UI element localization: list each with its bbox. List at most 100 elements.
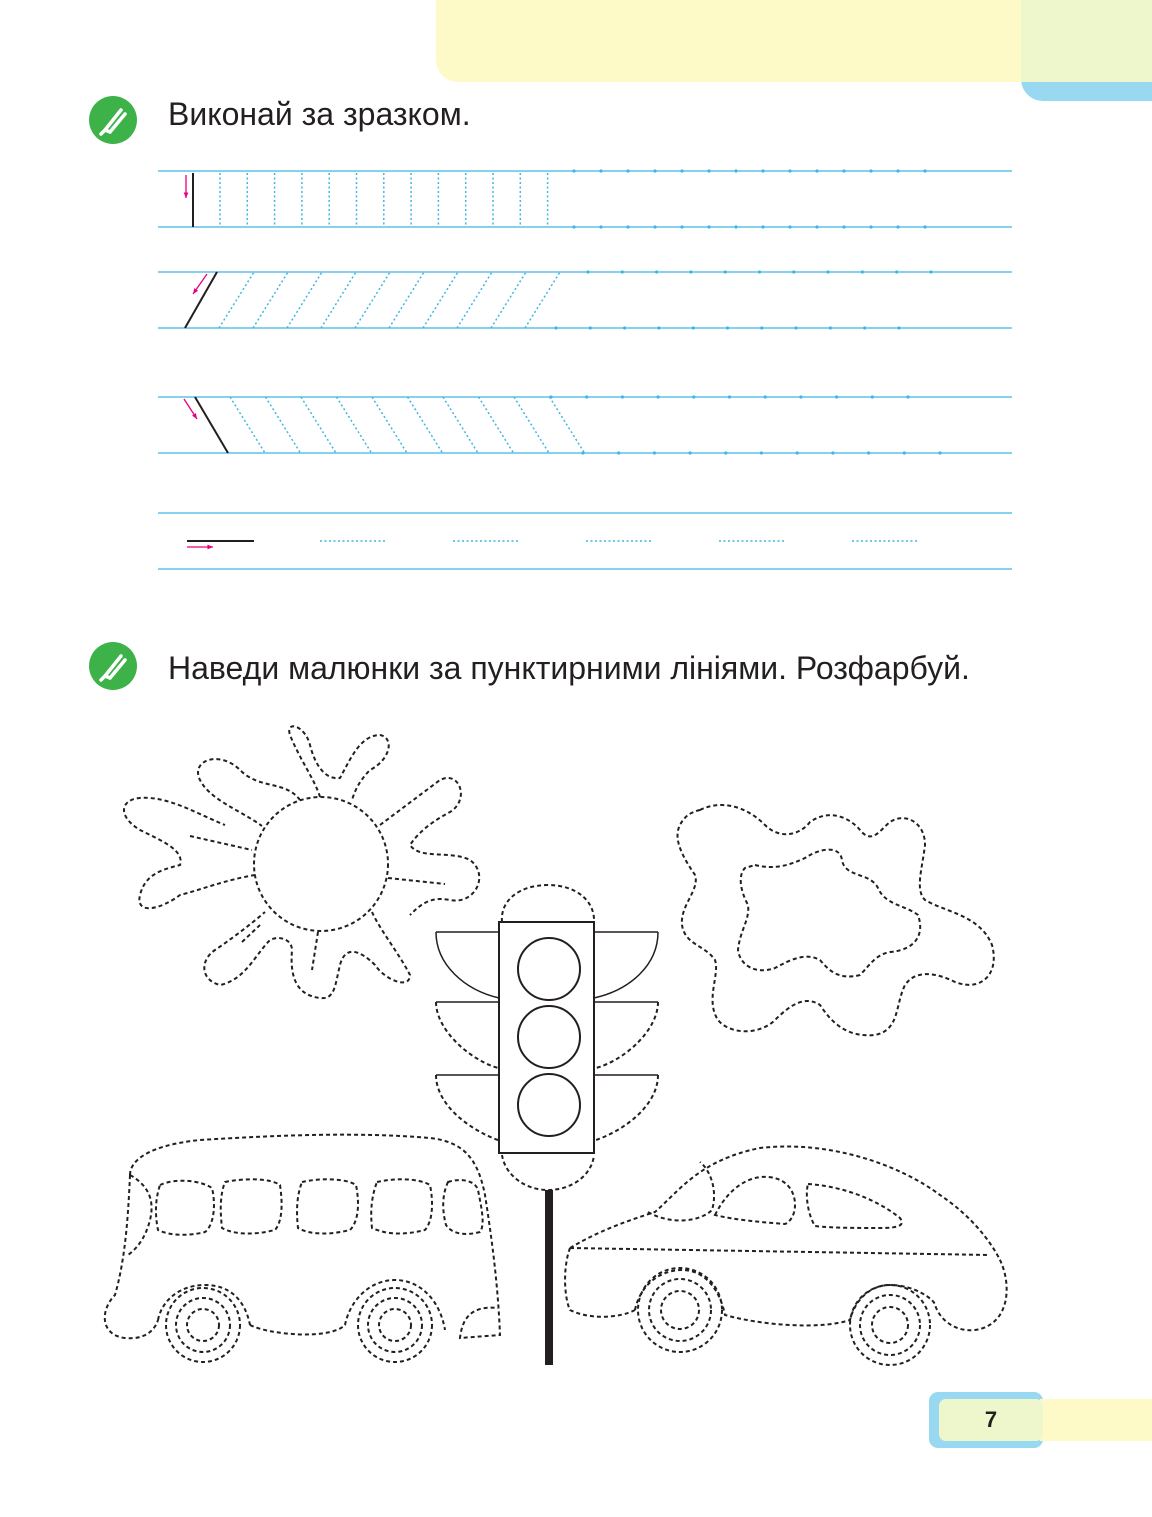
guide-dot [656,395,660,399]
trace-slash-stroke [422,271,459,329]
task-2-instruction: Наведи малюнки за пунктирними лініями. Р… [168,650,970,686]
guide-dot [734,169,738,173]
trace-slash-stroke [388,271,425,329]
trace-slash-stroke [490,271,527,329]
guide-dot [572,225,576,229]
guide-dot [734,225,738,229]
guide-dot [588,326,592,330]
guide-dot [620,270,624,274]
guide-dot [761,169,765,173]
footer-band [1040,1399,1152,1441]
tracing-pictures [103,725,1008,1366]
trace-backslash-stroke [442,396,479,454]
guide-dot [692,395,696,399]
guide-dot [723,270,727,274]
trace-backslash-stroke [371,396,408,454]
guide-dot [902,451,906,455]
guide-dot [653,169,657,173]
guide-dot [831,451,835,455]
guide-dot [929,270,933,274]
guide-dot [626,169,630,173]
guide-dot [599,225,603,229]
trace-backslash-stroke [300,396,337,454]
task-1-instruction: Виконай за зразком. [168,96,471,132]
guide-dot [860,270,865,274]
guide-dot [896,169,900,173]
guide-dot [938,451,942,455]
trace-backslash-stroke [548,396,586,454]
traffic-light-drawing [435,883,659,1192]
guide-dot [691,326,695,330]
sample-backslash-stroke [194,396,229,454]
guide-dot [895,270,899,274]
trace-backslash-stroke [229,396,266,454]
arrow-head-icon [192,413,197,419]
guide-dot [680,225,684,229]
bus-drawing [103,1133,502,1363]
guide-dot [869,225,873,229]
trace-slash-stroke [524,271,561,329]
trace-backslash-stroke [513,396,550,454]
guide-dot [896,225,900,229]
guide-dot [792,270,796,274]
pencil-icon [89,642,137,690]
guide-dot [707,169,711,173]
trace-slash-stroke [252,271,289,329]
arrow-head-icon [183,192,189,198]
guide-dot [794,326,798,330]
guide-dot [572,169,576,173]
guide-dot [897,326,901,330]
trace-backslash-stroke [477,396,515,454]
sample-slash-stroke [184,271,218,329]
guide-dot [906,395,910,399]
guide-dot [653,225,657,229]
guide-dot [623,326,627,330]
page-number: 7 [939,1399,1043,1441]
guide-dot [725,326,730,330]
guide-dot [655,270,659,274]
guide-dot [585,395,589,399]
guide-dot [870,395,874,399]
guide-dot [586,270,590,274]
guide-dot [842,169,846,173]
guide-dot [815,169,819,173]
guide-dot [549,395,553,399]
guide-dot [863,326,867,330]
trace-slash-stroke [354,271,391,329]
guide-dot [724,451,728,455]
guide-dot [620,395,625,399]
guide-dot [759,451,764,455]
trace-slash-stroke [456,271,493,329]
guide-dot [626,225,630,229]
guide-dot [617,451,621,455]
guide-dot [763,395,767,399]
guide-dot [760,326,764,330]
writing-practice-lines [158,169,1012,570]
pencil-icon [89,96,137,144]
trace-slash-stroke [320,271,357,329]
trace-backslash-stroke [335,396,373,454]
guide-dot [835,395,839,399]
guide-dot [788,225,792,229]
guide-dot [757,270,762,274]
guide-dot [826,270,830,274]
guide-dot [688,451,692,455]
trace-slash-stroke [218,271,255,329]
sun-drawing [123,725,481,1000]
guide-dot [689,270,693,274]
guide-dot [761,225,765,229]
guide-dot [707,225,711,229]
guide-dot [842,225,846,229]
arrow-head-icon [193,288,199,294]
guide-dot [799,395,803,399]
guide-dot [581,451,585,455]
guide-dot [554,326,558,330]
guide-dot [680,169,684,173]
trace-backslash-stroke [406,396,444,454]
guide-dot [828,326,833,330]
guide-dot [652,451,657,455]
guide-dot [599,169,603,173]
guide-dot [795,451,799,455]
guide-dot [815,225,819,229]
